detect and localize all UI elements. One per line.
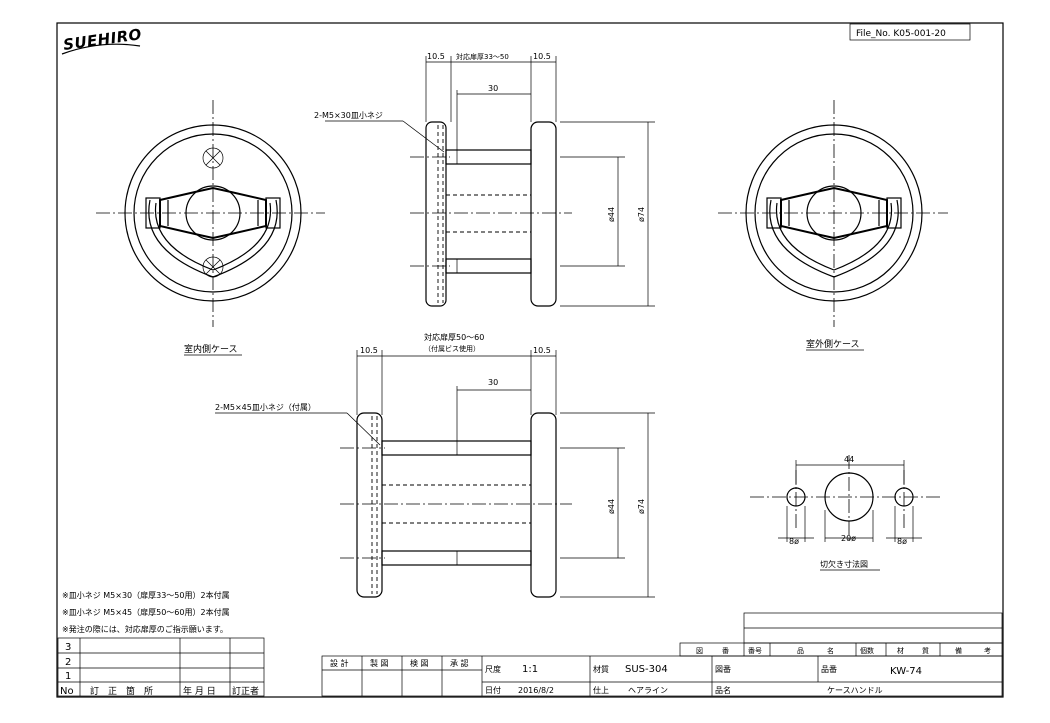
cutout-hole-center: 20ø [841, 534, 856, 543]
top-dim-right: 10.5 [533, 52, 551, 61]
bottom-dia-outer: ø74 [637, 499, 646, 514]
parts-header-5: 名 [827, 646, 834, 655]
sheet-border [56, 22, 1004, 698]
indoor-case-view [96, 100, 325, 327]
scale-value: 1:1 [522, 664, 538, 675]
note-3: ※発注の際には、対応扉厚のご指示願います。 [62, 624, 228, 634]
revision-header-person: 訂正者 [232, 685, 259, 697]
cutout-hole-right: 8ø [897, 537, 907, 546]
outdoor-case-label: 室外側ケース [806, 338, 860, 350]
outdoor-case-view [718, 100, 948, 327]
title-block [321, 655, 1003, 697]
parts-header-1: 図 [696, 647, 703, 655]
note-2: ※皿小ネジ M5×45（扉厚50～60用）2本付属 [62, 607, 230, 617]
parts-header-2: 番 [722, 647, 729, 655]
parts-header-7: 材 [897, 646, 904, 655]
material-value: SUS-304 [625, 664, 668, 675]
sign-header-check: 検 図 [410, 658, 429, 668]
cutout-hole-left: 8ø [789, 537, 799, 546]
revision-table [57, 637, 265, 697]
file-no-box [849, 23, 971, 41]
suehiro-logo: SUEHIRO [61, 25, 143, 55]
parts-header-6: 個数 [860, 646, 874, 655]
top-dia-inner: ø44 [607, 207, 616, 222]
date-label: 日付 [485, 685, 501, 695]
date-value: 2016/8/2 [518, 686, 554, 695]
bottom-screw-label: 2-M5×45皿小ネジ（付属） [215, 402, 316, 412]
part-no-label: 品番 [821, 664, 837, 674]
parts-header-8: 質 [922, 646, 929, 655]
top-screw-label: 2-M5×30皿小ネジ [314, 111, 383, 120]
bottom-dia-inner: ø44 [607, 499, 616, 514]
revision-header-no: No [60, 686, 74, 697]
top-dim-door: 対応扉厚33～50 [456, 52, 509, 61]
indoor-case-label: 室内側ケース [184, 343, 238, 355]
name-label: 品名 [715, 685, 731, 695]
revision-header-location: 訂 正 箇 所 [90, 685, 153, 697]
name-value: ケースハンドル [827, 686, 883, 695]
finish-value: ヘアライン [628, 686, 668, 695]
cutout-width: 44 [844, 455, 854, 464]
cutout-label: 切欠き寸法図 [820, 559, 868, 569]
file-no: File_No. K05-001-20 [856, 29, 946, 39]
bottom-dim-left: 10.5 [360, 346, 378, 355]
revision-row-2: 2 [65, 657, 71, 668]
cutout-diagram [750, 455, 940, 542]
top-dim-left: 10.5 [427, 52, 445, 61]
bottom-dim-title-1: 対応扉厚50～60 [424, 332, 484, 342]
material-label: 材質 [593, 664, 609, 674]
drawing-no-label: 図番 [715, 664, 731, 674]
parts-header-3: 番号 [748, 647, 762, 655]
revision-row-1: 1 [65, 671, 71, 682]
note-1: ※皿小ネジ M5×30（扉厚33～50用）2本付属 [62, 590, 230, 600]
revision-row-3: 3 [65, 642, 71, 653]
finish-label: 仕上 [593, 685, 609, 695]
bottom-dim-bolt: 30 [488, 378, 498, 387]
top-dim-bolt: 30 [488, 84, 498, 93]
bottom-dim-title-2: （付属ビス使用） [424, 344, 480, 353]
part-no-value: KW-74 [890, 666, 922, 677]
parts-header-10: 考 [984, 647, 991, 655]
bottom-dim-right: 10.5 [533, 346, 551, 355]
sign-header-design: 設 計 [330, 658, 349, 668]
sign-header-draft: 製 図 [370, 658, 389, 668]
scale-label: 尺度 [485, 664, 501, 674]
revision-header-date: 年 月 日 [183, 685, 216, 697]
parts-header-4: 品 [797, 647, 804, 655]
sign-header-approve: 承 認 [450, 658, 469, 668]
side-view-thick-door [215, 350, 655, 598]
top-dia-outer: ø74 [637, 207, 646, 222]
parts-header-9: 備 [955, 646, 962, 655]
side-view-thin-door [325, 56, 655, 307]
